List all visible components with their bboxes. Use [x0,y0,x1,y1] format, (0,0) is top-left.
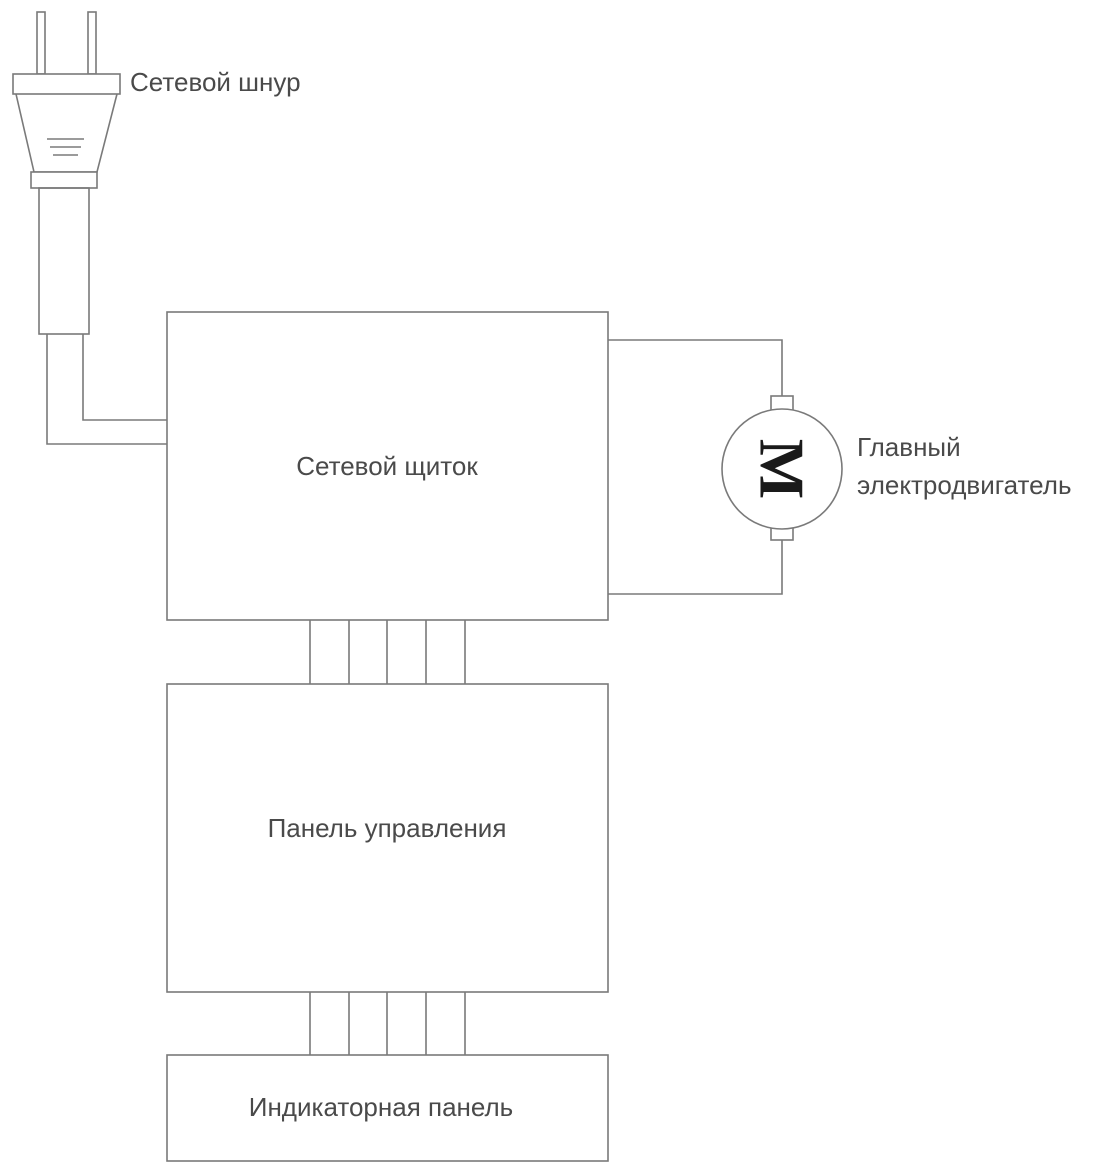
power-cord-label: Сетевой шнур [130,67,301,97]
bus-control-indicator [309,992,466,1055]
power-panel-box [166,311,609,621]
power-panel-label: Сетевой щиток [296,451,478,481]
bus-power-control [309,620,466,684]
control-panel-box [166,683,609,993]
power-cord-wires [46,334,167,445]
motor-label-line1: Главный [857,432,961,462]
motor-wires [608,339,783,595]
indicator-panel-label: Индикаторная панель [249,1092,513,1122]
motor-label-line2: электродвигатель [857,470,1072,500]
motor-symbol: M [747,439,818,499]
power-plug-icon [12,11,121,335]
motor-icon: M [721,395,843,541]
control-panel-label: Панель управления [268,813,507,843]
indicator-panel-box [166,1054,609,1162]
